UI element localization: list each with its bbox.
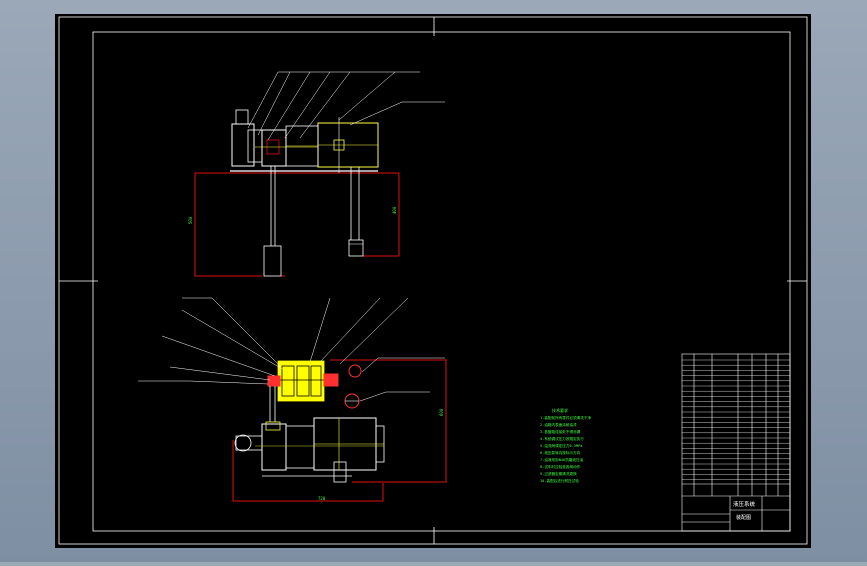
- tech-note-line: 9.过滤器定期清洗更换: [540, 471, 577, 476]
- centering-marks: [59, 17, 807, 544]
- tech-note-line: 2.油箱内表面涂耐油漆: [540, 422, 577, 427]
- outer-border: [58, 16, 808, 545]
- tech-note-line: 8.试车时应检查各阀动作: [540, 464, 581, 469]
- tech-notes-heading: 技术要求: [552, 407, 568, 413]
- top-assembly: 500 400: [188, 71, 445, 277]
- bottom-assembly: 720 600: [138, 297, 447, 502]
- tech-note-line: 6.液压泵转向按标示方向: [540, 450, 581, 455]
- tech-note-line: 5.溢流阀调定压力6.3MPa: [540, 443, 582, 448]
- title-name-line2: 装配图: [736, 514, 751, 521]
- dim-right-height: 400: [392, 206, 397, 214]
- tech-note-line: 1.装配前所有零件必须清洗干净: [540, 415, 591, 420]
- dim-right-side: 600: [439, 408, 444, 416]
- drawing-sheet: [55, 14, 811, 548]
- title-name-line1: 液压系统: [733, 500, 756, 508]
- tech-note-line: 7.油液采用N46抗磨液压油: [540, 457, 584, 462]
- title-block: [681, 353, 791, 532]
- inner-border: [92, 31, 791, 532]
- tech-note-line: 3.各管路连接处不得渗漏: [540, 429, 581, 434]
- technical-notes: 技术要求 1.装配前所有零件必须清洗干净 2.油箱内表面涂耐油漆 3.各管路连接…: [540, 407, 591, 483]
- tech-note-line: 10.装配后进行耐压试验: [540, 478, 579, 483]
- dim-bottom-width: 720: [318, 496, 326, 501]
- tech-note-line: 4.系统调试压力按规定执行: [540, 436, 584, 441]
- dim-left-height: 500: [188, 216, 193, 224]
